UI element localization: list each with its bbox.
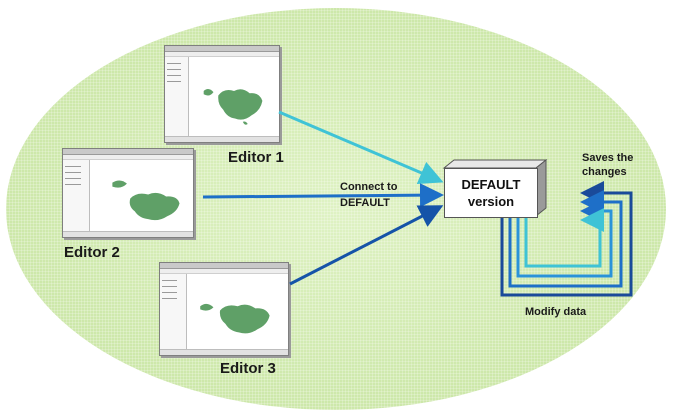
saves-label-line-1: Saves the [582,152,634,164]
saves-label-line-2: changes [582,166,627,178]
editor-3-label: Editor 3 [220,360,276,377]
map-icon [200,303,270,334]
editor-1-screenshot [164,45,280,143]
editor-1-arrow [278,110,444,184]
editor-3-arrow [289,205,444,286]
map-icon [203,89,263,125]
version-box-line-1: DEFAULT [461,177,521,192]
save-loop-outer [500,181,633,297]
editor-3-screenshot [159,262,289,356]
connect-label-line-2: DEFAULT [340,197,390,209]
map-icon [112,180,180,221]
version-box-line-2: version [467,194,515,209]
editor-2-label: Editor 2 [64,244,120,261]
editor-1-label: Editor 1 [228,149,284,166]
save-loop-2 [508,190,623,288]
default-version-box: DEFAULT version [444,168,538,218]
editor-2-arrow [202,183,444,208]
editor-2-screenshot [62,148,194,238]
modify-data-label: Modify data [525,306,587,318]
save-loop-inner [524,208,604,268]
connect-label-line-1: Connect to [340,181,398,193]
